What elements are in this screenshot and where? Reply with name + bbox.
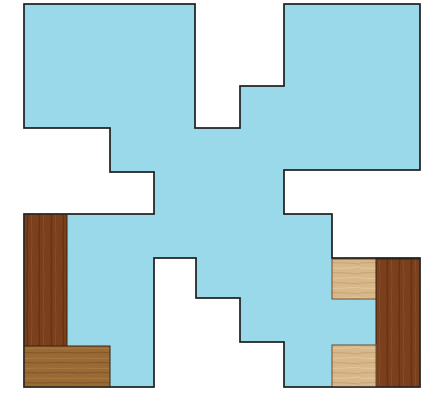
wood-block-left-bottom[interactable] [24, 346, 110, 387]
wood-block-right-light-top[interactable] [332, 259, 376, 299]
wood-block-right-light-bottom[interactable] [332, 345, 376, 387]
wood-block-right-tall[interactable] [376, 259, 420, 387]
board-shape [24, 4, 420, 387]
